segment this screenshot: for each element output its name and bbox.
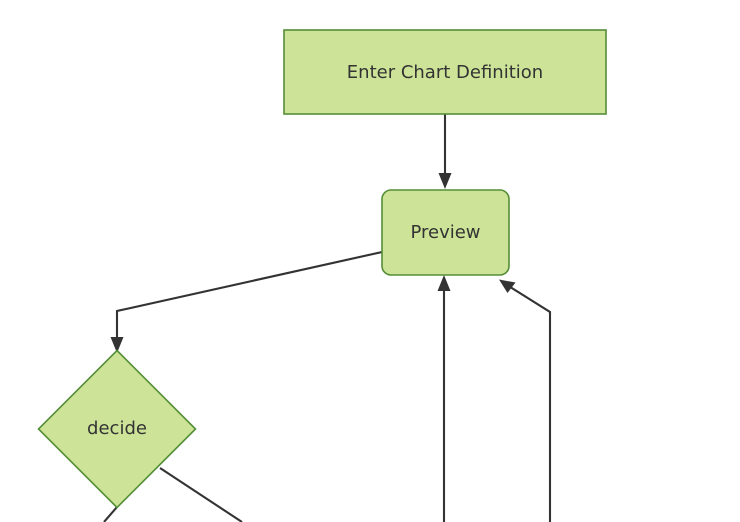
edge-preview-to-decide (110, 250, 383, 353)
edge-preview-to-decide-arrowhead (110, 337, 124, 353)
preview-rect[interactable] (381, 189, 510, 276)
decide-diamond[interactable] (37, 349, 197, 509)
edge-preview-to-decide-line (115, 250, 383, 343)
edge-enter-to-preview-arrowhead (438, 173, 452, 189)
edge-return-right-to-preview-arrowhead (499, 279, 516, 293)
node-decide[interactable]: decide (37, 349, 197, 509)
node-enter-chart-definition[interactable]: Enter Chart Definition (283, 29, 607, 115)
edge-return-center-to-preview (437, 275, 451, 522)
edge-return-right-to-preview-line (506, 284, 552, 522)
edge-return-center-to-preview-arrowhead (437, 275, 451, 291)
enter-chart-definition-label: Enter Chart Definition (347, 62, 543, 83)
decide-label: decide (87, 418, 147, 439)
edge-decide-bottom-out-line (103, 506, 118, 522)
edge-decide-bottom-out (103, 506, 118, 522)
edge-decide-right-out (159, 467, 243, 522)
edge-decide-right-out-line (159, 467, 243, 522)
node-preview[interactable]: Preview (381, 189, 510, 276)
edge-enter-to-preview (438, 114, 452, 189)
preview-label: Preview (410, 222, 480, 243)
enter-chart-definition-rect[interactable] (283, 29, 607, 115)
edge-return-right-to-preview (499, 279, 552, 522)
